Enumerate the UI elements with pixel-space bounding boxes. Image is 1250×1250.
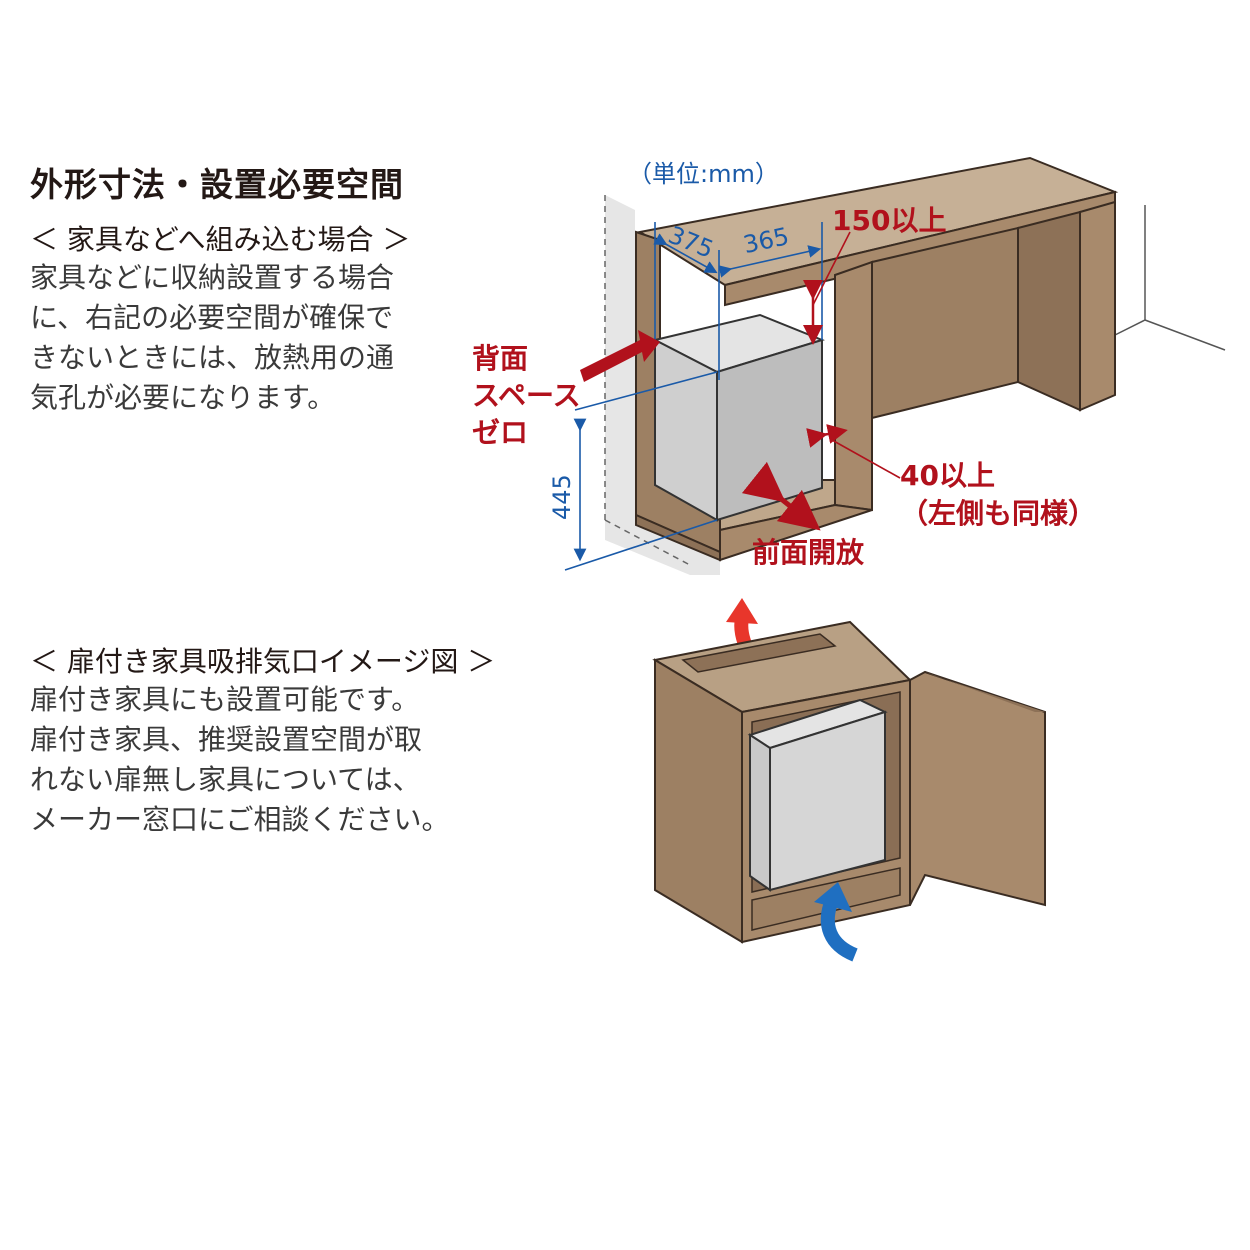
wall bbox=[605, 195, 720, 575]
builtin-diagram: （単位:mm） 375 365 445 150以上 背面 スペース ゼロ 40以… bbox=[472, 156, 1226, 575]
back-space-label-1: 背面 bbox=[472, 342, 528, 375]
top-clearance-label: 150以上 bbox=[832, 204, 946, 237]
section2-line: 扉付き家具にも設置可能です。 bbox=[30, 683, 420, 716]
side-clearance-label: 40以上 bbox=[900, 459, 995, 492]
section1-heading: ＜ 家具などへ組み込む場合 ＞ bbox=[30, 223, 411, 256]
section1-line: 気孔が必要になります。 bbox=[30, 381, 336, 414]
intake-arrow-icon bbox=[814, 882, 858, 962]
section2-line: れない扉無し家具については、 bbox=[30, 763, 421, 796]
clearance-arrows bbox=[580, 231, 901, 531]
section1-line: 家具などに収納設置する場合 bbox=[30, 261, 395, 294]
front-open-label: 前面開放 bbox=[752, 536, 865, 569]
back-space-label-2: スペース bbox=[472, 379, 581, 412]
unit-label: （単位:mm） bbox=[628, 160, 779, 188]
side-clearance-note: （左側も同様） bbox=[900, 497, 1096, 530]
section1-line: きないときには、放熱用の通 bbox=[30, 341, 395, 374]
cabinet-diagram bbox=[652, 598, 1046, 962]
section1-line: に、右記の必要空間が確保で bbox=[30, 301, 394, 334]
dim-height-label: 445 bbox=[548, 474, 576, 520]
section2-line: 扉付き家具、推奨設置空間が取 bbox=[30, 723, 423, 756]
back-space-arrow bbox=[580, 330, 660, 382]
section2-line: メーカー窓口にご相談ください。 bbox=[30, 803, 450, 836]
section2-heading: ＜ 扉付き家具吸排気口イメージ図 ＞ bbox=[30, 645, 496, 678]
page-title: 外形寸法・設置必要空間 bbox=[30, 165, 404, 204]
mini-fridge bbox=[652, 313, 825, 522]
back-space-label-3: ゼロ bbox=[472, 416, 528, 449]
mini-fridge bbox=[747, 698, 888, 892]
